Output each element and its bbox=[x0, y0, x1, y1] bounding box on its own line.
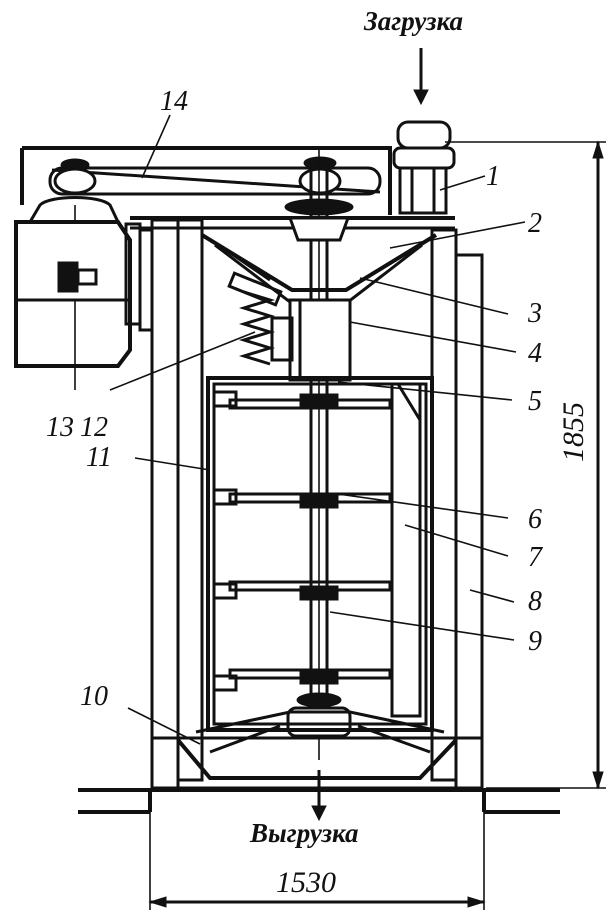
callout-1: 1 bbox=[486, 161, 500, 192]
callout-9: 9 bbox=[528, 626, 542, 657]
dimension-height-label: 1855 bbox=[557, 402, 590, 462]
unloading-caption: Выгрузка bbox=[249, 818, 359, 848]
callout-14: 14 bbox=[160, 86, 188, 117]
callout-13: 13 bbox=[46, 412, 74, 443]
leader-lines bbox=[74, 114, 526, 745]
callout-8: 8 bbox=[528, 586, 542, 617]
spring bbox=[227, 271, 283, 366]
loading-caption: Загрузка bbox=[363, 6, 463, 36]
dimension-lines bbox=[148, 140, 606, 910]
callout-4: 4 bbox=[528, 338, 542, 369]
callout-11: 11 bbox=[86, 442, 112, 473]
callout-6: 6 bbox=[528, 504, 542, 535]
callout-12: 12 bbox=[80, 412, 108, 443]
dimension-width-label: 1530 bbox=[276, 866, 336, 899]
electric-motor bbox=[14, 196, 154, 368]
loading-hopper bbox=[392, 120, 456, 215]
callout-7: 7 bbox=[528, 542, 543, 573]
lower-cone bbox=[176, 710, 458, 780]
callout-3: 3 bbox=[527, 298, 542, 329]
flow-arrows bbox=[311, 48, 429, 822]
machine-frame bbox=[130, 216, 484, 790]
callout-10: 10 bbox=[80, 681, 108, 712]
callout-5: 5 bbox=[528, 386, 542, 417]
rotor-chamber bbox=[206, 376, 434, 732]
callout-2: 2 bbox=[528, 208, 542, 239]
